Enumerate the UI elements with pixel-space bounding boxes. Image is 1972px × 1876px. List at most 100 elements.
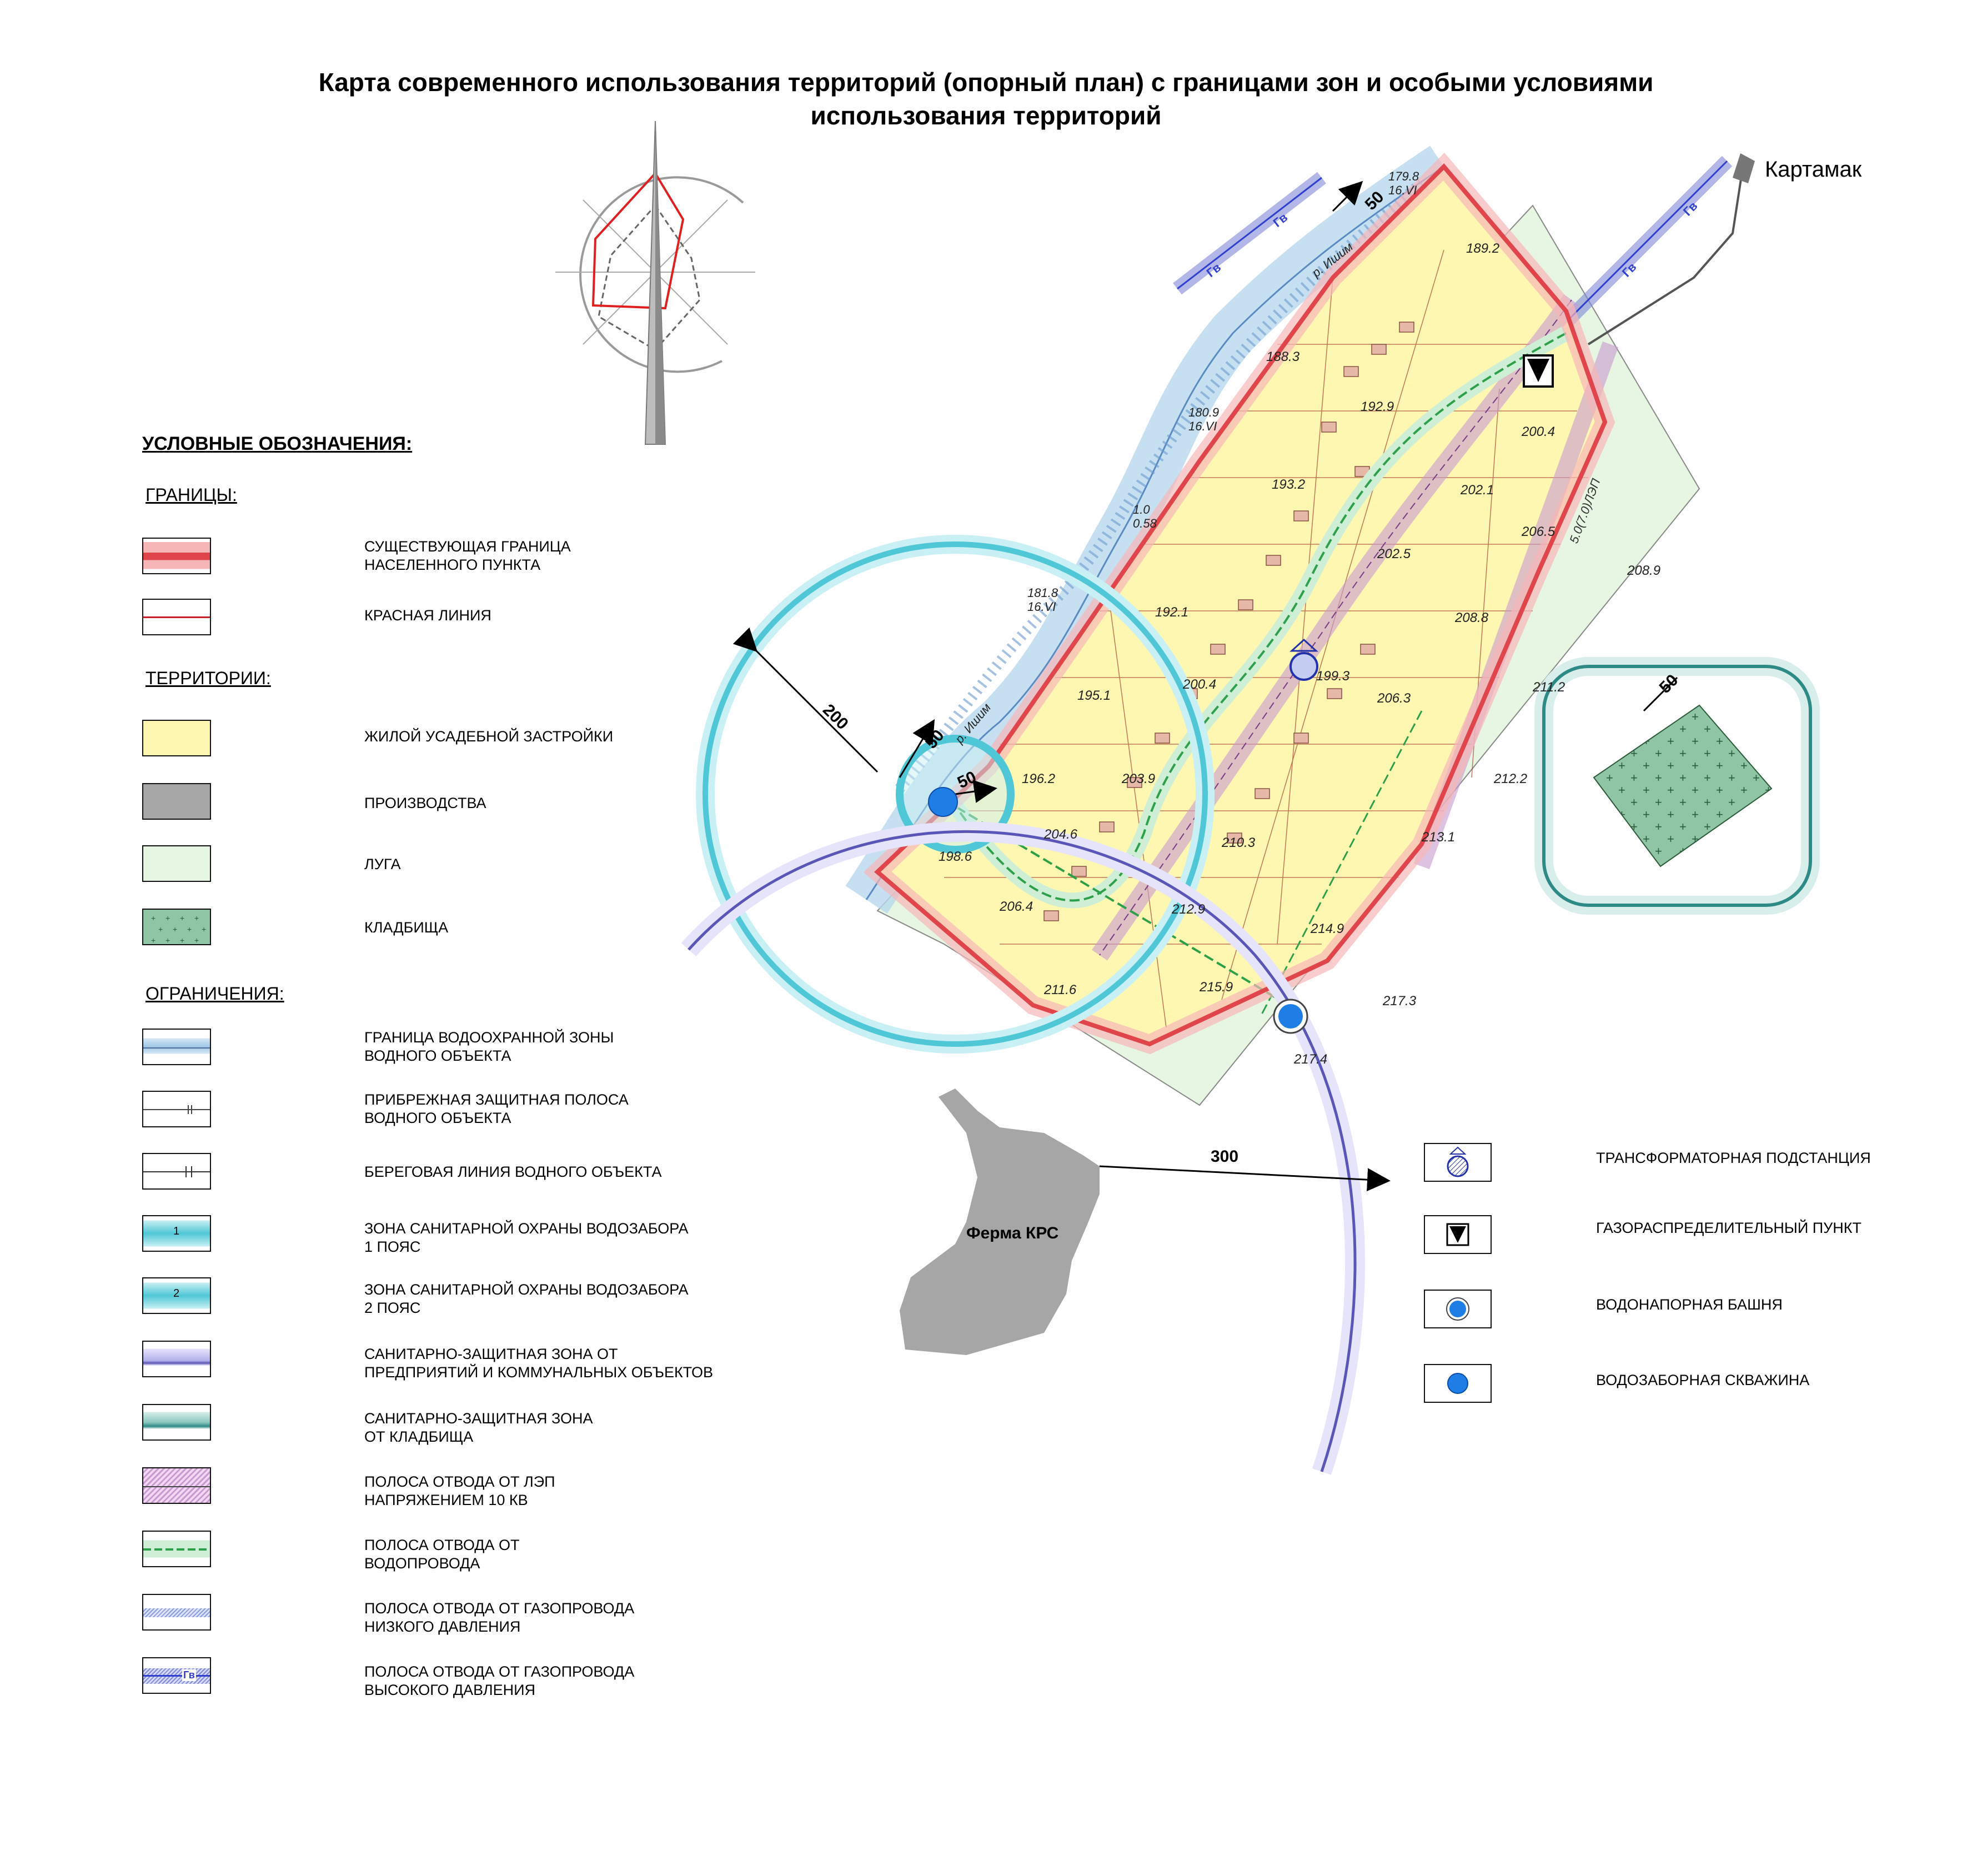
elevation-mark: 208.9 [1627, 563, 1660, 578]
elevation-mark: 212.2 [1493, 771, 1527, 786]
swatch-sanitary-protection-cemetery [142, 1404, 211, 1441]
transformer-marker [1289, 638, 1318, 681]
river-mark: 0.58 [1133, 516, 1157, 530]
elevation-mark: 214.9 [1310, 921, 1344, 936]
direction-label-kartamak: Картамак [1765, 157, 1862, 182]
swatch-cemeteries: ++++ ++++ ++++ [142, 909, 211, 945]
elevation-mark: 212.9 [1171, 902, 1205, 917]
road-kartamak [1587, 160, 1745, 345]
buildings [1043, 322, 1414, 921]
swatch-zone2-mark: 2 [173, 1287, 180, 1300]
facility-label-transformer: ТРАНСФОРМАТОРНАЯ ПОДСТАНЦИЯ [1596, 1150, 1871, 1166]
swatch-pipe-mark: Гв [182, 1669, 196, 1681]
svg-text:+: + [151, 936, 155, 945]
elevation-mark: 208.8 [1454, 610, 1489, 625]
svg-text:+: + [202, 925, 206, 934]
elevation-mark: 192.1 [1155, 605, 1188, 620]
swatch-meadows [142, 845, 211, 882]
svg-text:+: + [180, 914, 184, 922]
svg-text:+: + [151, 914, 155, 922]
svg-text:+: + [165, 914, 170, 922]
legend-label-meadows: ЛУГА [364, 856, 401, 872]
elevation-mark: 206.4 [999, 899, 1033, 914]
river-mark: 181.8 [1027, 586, 1058, 600]
legend-section-territories: ТЕРРИТОРИИ: [145, 668, 271, 688]
facility-label-water-tower: ВОДОНАПОРНАЯ БАШНЯ [1596, 1296, 1783, 1313]
swatch-sanitary-protection-enterprises [142, 1341, 211, 1377]
elevation-mark: 204.6 [1043, 827, 1078, 842]
wind-rose [555, 121, 755, 445]
elevation-mark: 192.9 [1361, 399, 1394, 414]
distance-line-50-well [955, 780, 997, 803]
swatch-low-pressure-gas [142, 1594, 211, 1631]
elevation-mark: 195.1 [1077, 688, 1111, 703]
gas-distribution-point-icon [1424, 1215, 1492, 1254]
swatch-production [142, 783, 211, 820]
elevation-mark: 206.5 [1521, 524, 1555, 539]
elevation-mark: 200.4 [1182, 677, 1216, 692]
svg-text:+: + [194, 914, 199, 922]
water-well-marker [928, 787, 958, 817]
title-line-2: использования территорий [810, 101, 1162, 130]
water-tower-icon [1424, 1290, 1492, 1328]
legend-section-boundaries: ГРАНИЦЫ: [145, 485, 237, 505]
river-mark: 1.0 [1133, 503, 1150, 516]
swatch-water-protection-zone [142, 1029, 211, 1065]
river-mark: 16.VI [1388, 183, 1417, 197]
svg-text:+: + [158, 925, 163, 934]
legend-label-shoreline: БЕРЕГОВАЯ ЛИНИЯ ВОДНОГО ОБЪЕКТА [364, 1163, 662, 1180]
svg-text:+: + [165, 936, 170, 945]
facility-label-water-well: ВОДОЗАБОРНАЯ СКВАЖИНА [1596, 1372, 1810, 1388]
farm-label: Ферма КРС [966, 1224, 1058, 1242]
elevation-mark: 210.3 [1221, 835, 1256, 850]
water-tower-marker [1273, 999, 1308, 1034]
elevation-mark: 211.6 [1043, 982, 1077, 997]
elevation-mark: 215.9 [1199, 980, 1233, 995]
wind-rose-red [591, 171, 685, 310]
map-title: Карта современного использования террито… [0, 66, 1972, 132]
swatch-coastal-strip [142, 1091, 211, 1127]
elevation-mark: 189.2 [1466, 241, 1499, 256]
svg-text:+: + [187, 925, 192, 934]
distance-line-50-cem [1643, 676, 1678, 712]
transformer-substation-icon [1424, 1143, 1492, 1182]
farm-production-area [900, 1089, 1100, 1355]
elevation-mark: 203.9 [1121, 771, 1155, 786]
elevation-mark: 193.2 [1272, 477, 1305, 492]
kartamak-arrow [1733, 153, 1755, 183]
river-mark: 16.VI [1027, 600, 1056, 614]
river-mark: 179.8 [1388, 169, 1419, 183]
legend-label-red-line: КРАСНАЯ ЛИНИЯ [364, 607, 491, 624]
gas-point-marker [1523, 354, 1554, 388]
elevation-mark: 188.3 [1266, 349, 1300, 364]
swatch-sanitary-zone-2: 2 [142, 1277, 211, 1314]
swatch-residential [142, 720, 211, 756]
legend-label-residential: ЖИЛОЙ УСАДЕБНОЙ ЗАСТРОЙКИ [364, 728, 614, 745]
elevation-mark: 213.1 [1421, 830, 1455, 845]
title-line-1: Карта современного использования террито… [318, 68, 1654, 97]
river-mark: 180.9 [1188, 405, 1219, 419]
river-mark: 16.VI [1188, 419, 1217, 433]
legend-section-restrictions: ОГРАНИЧЕНИЯ: [145, 984, 284, 1004]
legend-heading: УСЛОВНЫЕ ОБОЗНАЧЕНИЯ: [142, 433, 413, 454]
distance-line-50-top [1332, 180, 1363, 212]
distance-label-300: 300 [1211, 1147, 1238, 1166]
distance-line-200 [732, 627, 879, 773]
facility-label-gas-point: ГАЗОРАСПРЕДЕЛИТЕЛЬНЫЙ ПУНКТ [1596, 1220, 1862, 1236]
water-well-icon [1424, 1364, 1492, 1403]
elevation-mark: 202.1 [1460, 483, 1494, 498]
elevation-mark: 200.4 [1521, 424, 1555, 439]
elevation-mark: 199.3 [1316, 669, 1350, 684]
svg-text:+: + [173, 925, 177, 934]
